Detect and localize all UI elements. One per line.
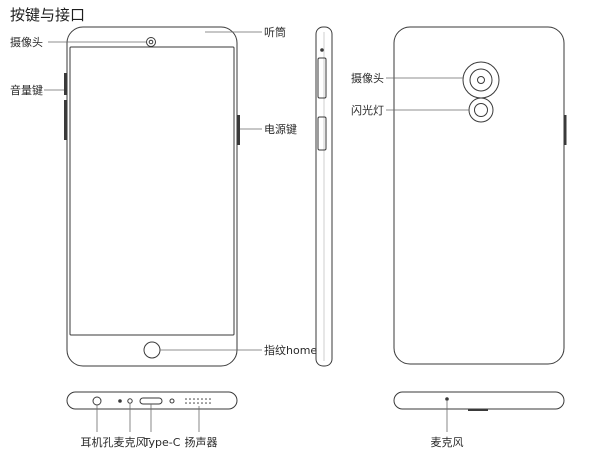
phone-back <box>393 26 567 365</box>
label-usb-type-c: Type-C <box>143 436 181 449</box>
speaker-grille-icon <box>185 398 211 404</box>
page-title: 按键与接口 <box>10 6 86 24</box>
label-speaker: 扬声器 <box>184 436 218 449</box>
label-flash: 闪光灯 <box>351 104 384 117</box>
top-microphone-icon <box>445 397 449 401</box>
label-headphone-jack: 耳机孔 <box>80 436 114 449</box>
phone-top-edge <box>393 391 565 411</box>
label-earpiece: 听筒 <box>264 26 286 39</box>
headphone-jack-icon <box>92 396 102 406</box>
phone-side <box>315 26 333 367</box>
label-fingerprint-home: 指纹home <box>264 344 318 357</box>
flash-icon <box>468 97 494 123</box>
label-bottom-microphone: 麦克风 <box>113 436 147 449</box>
power-key-icon <box>237 115 240 145</box>
bottom-microphone-icon <box>127 398 133 404</box>
label-rear-camera: 摄像头 <box>351 72 384 85</box>
phone-front <box>64 26 240 367</box>
label-front-camera: 摄像头 <box>10 36 43 49</box>
front-camera-icon <box>146 37 156 47</box>
rear-camera-icon <box>462 61 500 99</box>
label-volume-key: 音量键 <box>10 84 43 97</box>
volume-key-icon <box>64 73 67 95</box>
label-top-microphone: 麦克风 <box>430 436 464 449</box>
phone-bottom-edge <box>66 391 238 410</box>
leader-lines <box>44 31 469 432</box>
label-power-key: 电源键 <box>264 123 297 136</box>
usb-c-port-icon <box>139 397 163 405</box>
fingerprint-home-icon <box>143 341 161 359</box>
